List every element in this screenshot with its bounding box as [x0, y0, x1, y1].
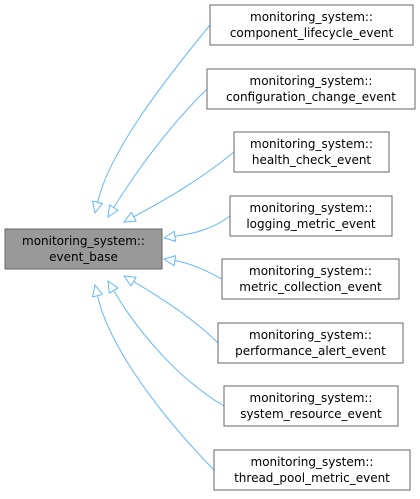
class-namespace-label: monitoring_system:: [250, 10, 373, 24]
inheritance-edge-line [113, 88, 208, 208]
inheritance-edge [107, 279, 225, 407]
class-nodes: monitoring_system::event_basemonitoring_… [4, 4, 416, 491]
derived-class-node[interactable]: monitoring_system::component_lifecycle_e… [209, 4, 414, 46]
derived-class-box [233, 131, 390, 173]
class-name-label: system_resource_event [240, 407, 382, 421]
class-name-label: event_base [49, 250, 118, 264]
inheritance-edge-line [133, 151, 235, 218]
inheritance-edge-line [97, 24, 211, 203]
inheritance-arrowhead [122, 275, 137, 287]
derived-class-box [221, 258, 400, 300]
derived-class-box [229, 195, 393, 237]
class-name-label: configuration_change_event [226, 90, 396, 104]
inheritance-edge-line [174, 215, 231, 237]
inheritance-arrowhead [122, 211, 137, 223]
inheritance-edge [92, 24, 211, 215]
inheritance-arrowhead [91, 283, 104, 298]
derived-class-box [217, 322, 404, 364]
derived-class-node[interactable]: monitoring_system::performance_alert_eve… [217, 322, 404, 364]
class-namespace-label: monitoring_system:: [22, 234, 145, 248]
derived-class-node[interactable]: monitoring_system::metric_collection_eve… [221, 258, 400, 300]
class-namespace-label: monitoring_system:: [250, 137, 373, 151]
inheritance-edges [91, 24, 235, 471]
base-class-box [4, 228, 163, 270]
class-namespace-label: monitoring_system:: [250, 391, 373, 405]
inheritance-arrowhead [162, 230, 177, 242]
inheritance-edge [91, 283, 215, 471]
derived-class-node[interactable]: monitoring_system::health_check_event [233, 131, 390, 173]
inheritance-edge [162, 215, 231, 242]
derived-class-box [223, 385, 399, 427]
inheritance-arrowhead [107, 204, 119, 219]
derived-class-node[interactable]: monitoring_system::thread_pool_metric_ev… [213, 449, 411, 491]
class-namespace-label: monitoring_system:: [250, 74, 373, 88]
derived-class-box [209, 4, 414, 46]
inheritance-arrowhead [107, 279, 119, 294]
class-namespace-label: monitoring_system:: [251, 455, 374, 469]
inheritance-edge-line [174, 260, 223, 280]
inheritance-edge [107, 88, 208, 219]
class-name-label: performance_alert_event [235, 344, 386, 358]
class-namespace-label: monitoring_system:: [250, 201, 373, 215]
inheritance-edge-line [133, 281, 219, 344]
base-class-node[interactable]: monitoring_system::event_base [4, 228, 163, 270]
class-name-label: logging_metric_event [246, 217, 376, 231]
inheritance-edge-line [113, 290, 225, 407]
inheritance-edge [162, 255, 223, 280]
inheritance-edge-line [96, 295, 215, 471]
inheritance-edge [122, 275, 219, 344]
inheritance-edge [122, 151, 235, 223]
derived-class-box [213, 449, 411, 491]
derived-class-node[interactable]: monitoring_system::configuration_change_… [206, 68, 416, 110]
class-namespace-label: monitoring_system:: [249, 264, 372, 278]
class-name-label: component_lifecycle_event [230, 26, 394, 40]
inheritance-arrowhead [162, 255, 177, 267]
class-name-label: metric_collection_event [239, 280, 382, 294]
derived-class-node[interactable]: monitoring_system::logging_metric_event [229, 195, 393, 237]
class-namespace-label: monitoring_system:: [249, 328, 372, 342]
class-name-label: thread_pool_metric_event [234, 471, 390, 485]
class-name-label: health_check_event [252, 153, 372, 167]
inheritance-arrowhead [92, 200, 104, 215]
derived-class-node[interactable]: monitoring_system::system_resource_event [223, 385, 399, 427]
derived-class-box [206, 68, 416, 110]
